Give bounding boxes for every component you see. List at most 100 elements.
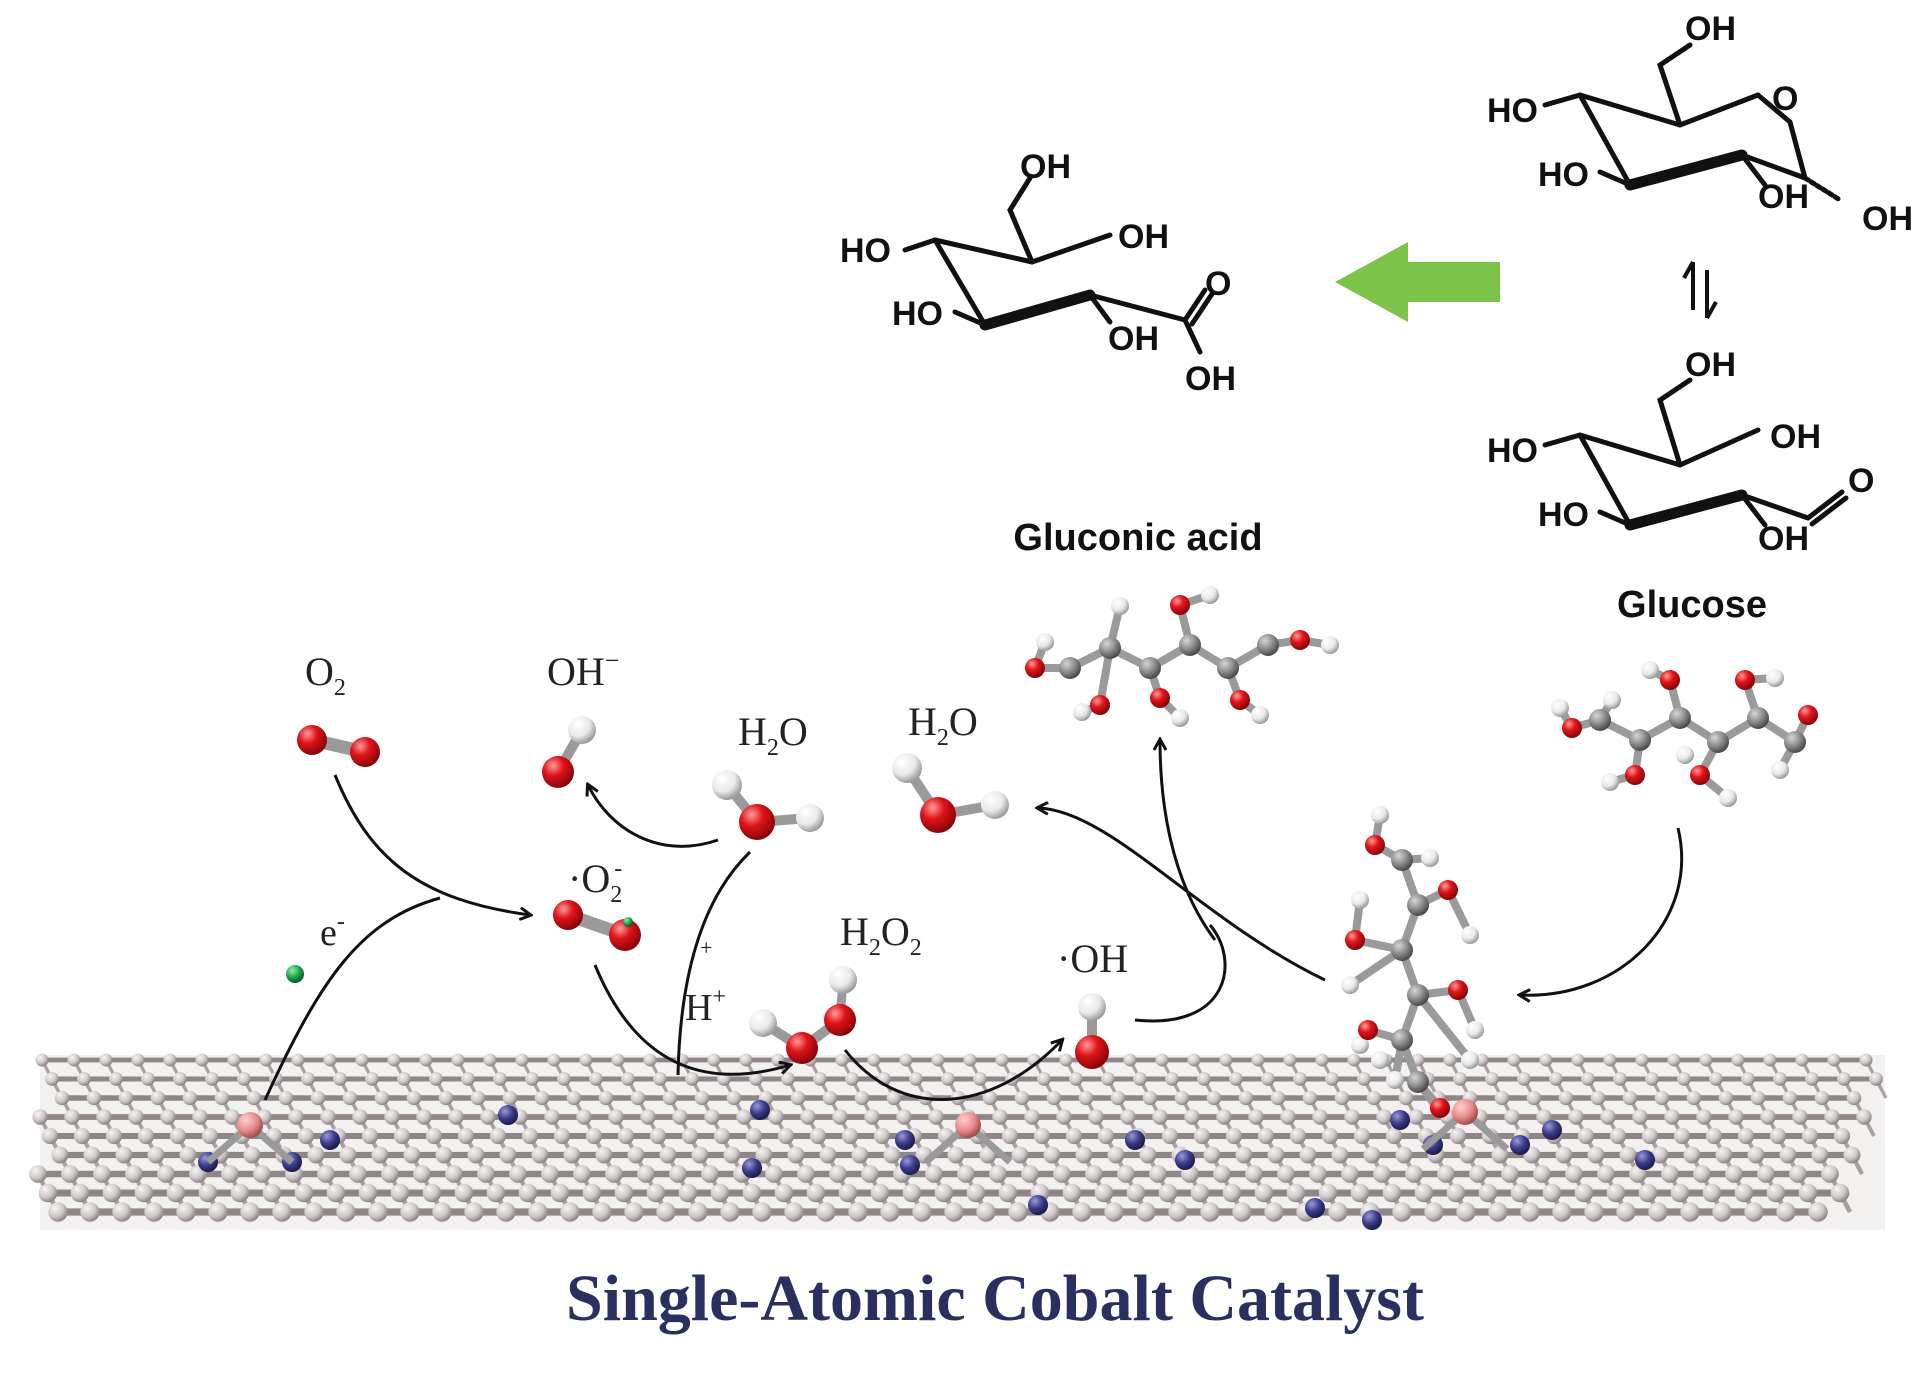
glucose-label: Glucose [1617, 584, 1767, 626]
hydrogen-atom [1073, 703, 1091, 721]
lattice-atom [701, 1165, 719, 1183]
lattice-atom [397, 1072, 411, 1086]
hydrogen-atom [981, 791, 1009, 819]
nitrogen-atom [498, 1105, 518, 1125]
hydrogen-atom [1466, 1021, 1484, 1039]
lattice-atom [176, 1202, 196, 1222]
lattice-atom [931, 1053, 945, 1067]
lattice-atom [1085, 1165, 1103, 1183]
lattice-atom [64, 1109, 80, 1125]
lattice-atom [310, 1090, 326, 1106]
hydrogen-atom [712, 770, 742, 800]
lattice-atom [742, 1183, 762, 1203]
atom-label: OH [1758, 178, 1809, 216]
nitrogen-atom [742, 1158, 762, 1178]
lattice-atom [1165, 1072, 1179, 1086]
lattice-atom [579, 1053, 593, 1067]
lattice-atom [230, 1183, 250, 1203]
lattice-atom [557, 1072, 571, 1086]
lattice-atom [822, 1090, 838, 1106]
hydrogen-atom [1421, 849, 1439, 867]
lattice-atom [320, 1109, 336, 1125]
lattice-atom [1651, 1146, 1669, 1164]
lattice-atom [1632, 1109, 1648, 1125]
atom-label: HO [1538, 496, 1589, 534]
lattice-atom [1792, 1109, 1808, 1125]
oxygen-atom [1448, 980, 1468, 1000]
lattice-atom [582, 1183, 602, 1203]
carbon-atom [1391, 849, 1413, 871]
lattice-atom [966, 1183, 986, 1203]
lattice-atom [1709, 1072, 1723, 1086]
lattice-atom [1008, 1202, 1028, 1222]
lattice-atom [681, 1127, 699, 1145]
lattice-atom [1869, 1072, 1883, 1086]
lattice-atom [806, 1183, 826, 1203]
lattice-atom [630, 1090, 646, 1106]
lattice-atom [1533, 1165, 1551, 1183]
hydrogen-atom [1551, 699, 1569, 717]
lattice-atom [726, 1090, 742, 1106]
lattice-atom [403, 1146, 421, 1164]
lattice-atom [1568, 1109, 1584, 1125]
lattice-atom [166, 1183, 186, 1203]
atom-label: OH [1685, 10, 1736, 48]
gluconic-acid-structure: OH HO OH HO OH O OH [840, 148, 1236, 398]
lattice-atom [1478, 1183, 1498, 1203]
lattice-atom [1235, 1146, 1253, 1164]
lattice-atom [61, 1165, 79, 1183]
lattice-atom [1046, 1090, 1062, 1106]
lattice-atom [643, 1053, 657, 1067]
lattice-atom [205, 1072, 219, 1086]
lattice-atom [541, 1165, 559, 1183]
lattice-atom [35, 1053, 49, 1067]
lattice-atom [291, 1053, 305, 1067]
lattice-atom [1587, 1146, 1605, 1164]
oxygen-atom [1230, 690, 1250, 710]
lattice-atom [1187, 1053, 1201, 1067]
lattice-atom [1120, 1109, 1136, 1125]
lattice-atom [1254, 1183, 1274, 1203]
hydrogen-atom [1461, 1051, 1479, 1069]
lattice-atom [160, 1109, 176, 1125]
lattice-atom [1302, 1090, 1318, 1106]
lattice-atom [989, 1165, 1007, 1183]
lattice-atom [656, 1202, 676, 1222]
electron-label: e- [320, 909, 345, 954]
lattice-atom [1174, 1090, 1190, 1106]
oxygen-atom [609, 919, 641, 951]
carbon-atom [1391, 1029, 1413, 1051]
lattice-atom [713, 1127, 731, 1145]
lattice-atom [1056, 1109, 1072, 1125]
oxygen-atom [786, 1032, 818, 1064]
lattice-atom [592, 1202, 612, 1222]
lattice-atom [637, 1165, 655, 1183]
lattice-atom [1769, 1127, 1787, 1145]
atom-label: OH [1770, 418, 1821, 456]
lattice-atom [1037, 1072, 1051, 1086]
lattice-atom [45, 1072, 59, 1086]
lattice-atom [1856, 1109, 1872, 1125]
lattice-atom [109, 1072, 123, 1086]
lattice-atom [1542, 1183, 1562, 1203]
lattice-atom [54, 1090, 70, 1106]
hydrogen-atom [1603, 691, 1621, 709]
lattice-atom [1731, 1053, 1745, 1067]
lattice-atom [1705, 1127, 1723, 1145]
lattice-atom [947, 1146, 965, 1164]
oxygen-atom [1025, 658, 1045, 678]
lattice-atom [1549, 1072, 1563, 1086]
lattice-atom [573, 1165, 591, 1183]
lattice-atom [1395, 1146, 1413, 1164]
hydrogen-atom [1201, 586, 1219, 604]
electron [286, 965, 304, 983]
lattice-atom [1648, 1202, 1668, 1222]
oxygen-atom [1365, 835, 1385, 855]
lattice-atom [365, 1072, 379, 1086]
lattice-atom [1744, 1202, 1764, 1222]
lattice-atom [854, 1090, 870, 1106]
lattice-atom [470, 1090, 486, 1106]
lattice-atom [368, 1202, 388, 1222]
atom-label: OH [1758, 520, 1809, 558]
